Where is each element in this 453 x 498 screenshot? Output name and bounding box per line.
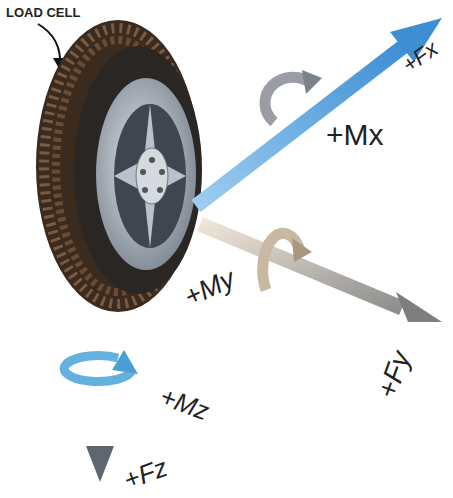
mx-head — [302, 70, 322, 94]
rim-spokes — [114, 104, 186, 248]
tire-sidewall — [74, 46, 202, 294]
fy-head — [396, 292, 442, 322]
lug-nut — [157, 187, 163, 193]
lug-nut — [140, 169, 146, 175]
moment-label: +Mz — [156, 382, 213, 426]
fz-arrow — [93, 300, 107, 448]
lug-nut — [142, 187, 148, 193]
moment-label: +Mx — [326, 118, 384, 151]
lug-nut — [149, 157, 155, 163]
force-label: +Fz — [120, 453, 171, 495]
moment-label: +My — [180, 264, 239, 313]
fx-arrow — [196, 46, 404, 206]
lug-nut — [159, 169, 165, 175]
force-label: +Fy — [372, 347, 417, 402]
wheel-rim — [96, 78, 196, 270]
mz-head — [112, 350, 138, 374]
rim-well — [114, 104, 186, 248]
wheel-hub — [136, 148, 168, 204]
part-label: LOAD CELL — [6, 6, 80, 20]
fz-head — [86, 446, 114, 482]
my-head — [292, 238, 312, 262]
fy-arrow — [200, 224, 402, 308]
